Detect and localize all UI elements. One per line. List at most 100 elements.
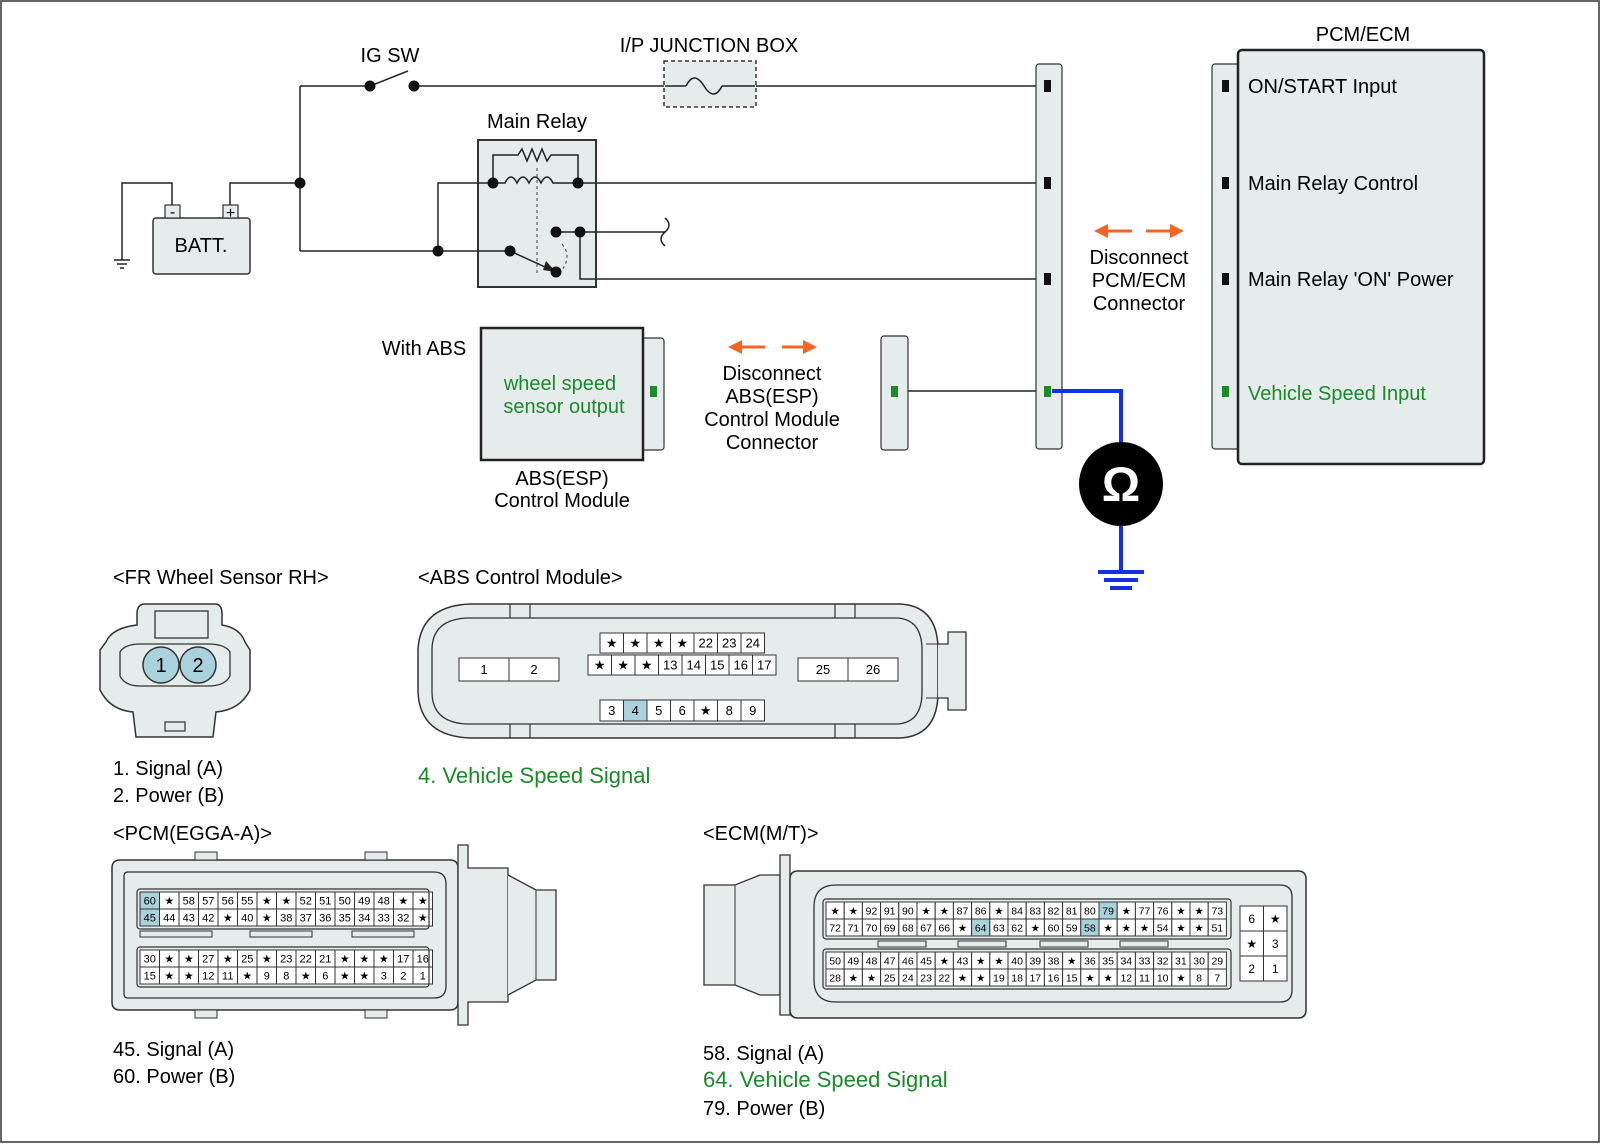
abs-pin-label: 1 (480, 662, 487, 677)
ecm-pin-label: 77 (1139, 905, 1151, 917)
ecm-side-pin-cell (1263, 955, 1288, 982)
ecm-pin-label: 81 (1066, 905, 1078, 917)
abs-conn-title: <ABS Control Module> (418, 567, 623, 589)
pcm-legend-2: 60. Power (B) (113, 1066, 235, 1088)
abs-pin-label: 22 (699, 636, 713, 651)
ecm-pin-label: 84 (1011, 905, 1023, 917)
abs-legend: 4. Vehicle Speed Signal (418, 763, 650, 788)
junction-box (663, 60, 757, 108)
pcm-pin-label: 16 (417, 953, 429, 965)
ecm-pin-label: 25 (884, 972, 896, 984)
ecm-pin-label: ★ (849, 905, 859, 917)
ecm-pin-label: 36 (1084, 955, 1096, 967)
pcm-pin-label: 8 (283, 970, 289, 982)
pcm-pin-label: 43 (183, 912, 195, 924)
pcm-pin-label: ★ (223, 953, 233, 965)
pcm-pin-label: ★ (340, 970, 350, 982)
ecm-conn-title: <ECM(M/T)> (703, 823, 819, 845)
ecm-pin-label: 58 (1084, 922, 1096, 934)
pcm-disconnect-2: PCM/ECM (1092, 270, 1186, 292)
abs-pin-label: 14 (687, 658, 701, 673)
pcm-pin-label: ★ (262, 953, 272, 965)
ecm-pin-label: 91 (884, 905, 896, 917)
ig-sw-label: IG SW (361, 45, 420, 67)
pcm-pin-label: 27 (202, 953, 214, 965)
pcm-pin-label: ★ (164, 895, 174, 907)
pcm-pin-label: ★ (223, 912, 233, 924)
pcm-pin-label: ★ (359, 953, 369, 965)
pcm-legend-1: 45. Signal (A) (113, 1039, 234, 1061)
pcm-pin-label: 55 (241, 895, 253, 907)
pcm-pin-label: 49 (358, 895, 370, 907)
pcm-pin-label: 9 (264, 970, 270, 982)
pcm-pin-label: ★ (379, 953, 389, 965)
abs-pin-label: 13 (663, 658, 677, 673)
abs-pin-label: 2 (530, 662, 537, 677)
pcm-pin-label: ★ (340, 953, 350, 965)
ecm-pin-label: 48 (866, 955, 878, 967)
ecm-pin-label: ★ (1176, 905, 1186, 917)
ecm-pin-label: 66 (938, 922, 950, 934)
ecm-pin-label: ★ (976, 955, 986, 967)
pcm-pin-label: 36 (319, 912, 331, 924)
pcm-pin-label: 40 (241, 912, 253, 924)
abs-pin-cell (508, 657, 560, 682)
ecm-pin-label: 68 (902, 922, 914, 934)
abs-disconnect-arrows (728, 340, 817, 354)
ecm-pin-label: ★ (1194, 922, 1204, 934)
abs-pin-cell (752, 654, 777, 676)
ecm-pin-label: ★ (921, 905, 931, 917)
pcm-pin-label: 1 (420, 970, 426, 982)
ecm-legend-3: 79. Power (B) (703, 1098, 825, 1120)
ecm-pin-block (822, 898, 1232, 940)
abs-output-line2: sensor output (503, 396, 625, 418)
pcm-pin-label: 23 (280, 953, 292, 965)
ecm-pin-label: ★ (1031, 922, 1041, 934)
main-relay-label: Main Relay (487, 111, 587, 133)
pcm-pin-label: 22 (300, 953, 312, 965)
pcm-pin-label: 56 (222, 895, 234, 907)
ecm-pin-label: ★ (849, 972, 859, 984)
ecm-pin-label: ★ (1176, 922, 1186, 934)
abs-disconnect-2: ABS(ESP) (725, 386, 818, 408)
ecm-pin-label: 18 (1011, 972, 1023, 984)
pcm-pin-label: ★ (398, 895, 408, 907)
ecm-pin-label: 38 (1048, 955, 1060, 967)
pcm-disconnect-1: Disconnect (1090, 247, 1189, 269)
pcm-disconnect-arrows (1094, 224, 1184, 238)
pcm-pin-block (136, 888, 430, 930)
abs-output-line1: wheel speed (503, 373, 616, 395)
ecm-legend-2: 64. Vehicle Speed Signal (703, 1067, 948, 1092)
ecm-pin-label: ★ (994, 905, 1004, 917)
ecm-pin-label: 33 (1139, 955, 1151, 967)
abs-pin-cell (740, 632, 765, 654)
ecm-pin-label: ★ (940, 955, 950, 967)
ecm-pin-label: 92 (866, 905, 878, 917)
pcm-pin-label: 48 (378, 895, 390, 907)
ecm-pin-label: 17 (1029, 972, 1041, 984)
pcm-connector-shell (111, 844, 557, 1026)
ecm-pin-label: 39 (1029, 955, 1041, 967)
ecm-side-pin-label: 1 (1272, 962, 1279, 976)
pcm-pin-label: 42 (202, 912, 214, 924)
ecm-pin-label: 10 (1157, 972, 1169, 984)
pcm-pin-label: 2 (400, 970, 406, 982)
ecm-pin-label: 35 (1102, 955, 1114, 967)
ecm-pin-label: 7 (1214, 972, 1220, 984)
abs-pin-label: ★ (594, 658, 606, 673)
ecm-side-pin-label: ★ (1246, 937, 1257, 951)
pcm-pin-label: ★ (301, 970, 311, 982)
ecm-pin-label: 45 (920, 955, 932, 967)
pcm-pin-label: 11 (222, 970, 233, 982)
pcm-pin-label: 35 (339, 912, 351, 924)
ecm-pin-label: ★ (940, 905, 950, 917)
pcm-pin-label: 52 (300, 895, 312, 907)
pcm-pin-label: 57 (202, 895, 214, 907)
abs-pin-label: 16 (734, 658, 748, 673)
ecm-pin-label: 43 (957, 955, 969, 967)
